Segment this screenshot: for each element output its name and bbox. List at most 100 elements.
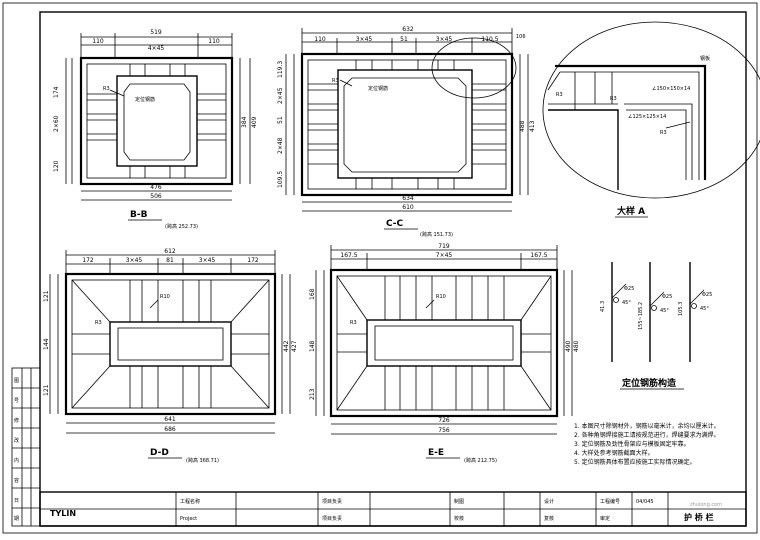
note-2: 2. 各种角钢焊接施工请按规范进行，焊缝要求为满焊。 bbox=[574, 431, 720, 439]
note-5: 5. 定位钢筋具体布置应按施工实际情况确定。 bbox=[574, 458, 696, 466]
dd-top-seg4: 3×45 bbox=[199, 257, 216, 264]
strip-1: 图 bbox=[14, 378, 19, 384]
cc-left-seg1: 119.3 bbox=[277, 61, 284, 78]
dd-scale: (跨高 368.71) bbox=[186, 457, 219, 464]
detail-a-label6: R3 bbox=[660, 130, 667, 136]
strip-4: 改 bbox=[14, 437, 19, 444]
detail-a-title: 大样 A bbox=[617, 205, 645, 217]
section-bb: 519 110 4×45 110 R3 定位钢筋 174 2×60 120 3 bbox=[53, 29, 258, 230]
bb-callout-note: 定位钢筋 bbox=[135, 96, 155, 103]
bb-right-h2: 409 bbox=[251, 116, 258, 128]
dd-right-h2: 427 bbox=[291, 340, 298, 352]
ee-bot1: 726 bbox=[438, 417, 450, 424]
cc-callout-r: R3 bbox=[332, 78, 339, 84]
cc-left-seg4: 2×48 bbox=[277, 137, 284, 154]
cc-bot1: 634 bbox=[402, 195, 414, 202]
cc-left-seg3: 51 bbox=[277, 116, 284, 124]
positioning-bars: 41.3 155~185.2 105.3 Φ25 Φ25 Φ25 45° 45°… bbox=[600, 262, 712, 390]
strip-3: 修 bbox=[14, 417, 19, 424]
dd-bot2: 686 bbox=[164, 426, 176, 433]
cc-top-seg1: 110 bbox=[314, 36, 326, 43]
tb-c3b: 项目负责 bbox=[322, 515, 342, 522]
strip-2: 号 bbox=[14, 398, 19, 404]
pos-dim3: 105.3 bbox=[678, 302, 684, 316]
ee-callout-r: R3 bbox=[350, 320, 357, 326]
cc-top-seg2: 3×45 bbox=[356, 36, 373, 43]
title-block: TYLIN 工程名称 Project 项目负责 项目负责 制图 校核 设计 复核… bbox=[39, 491, 747, 527]
detail-a-label2: ∠150×150×14 bbox=[652, 86, 690, 92]
bb-left-seg1: 174 bbox=[53, 86, 60, 98]
cc-top-seg4: 3×45 bbox=[436, 36, 453, 43]
detail-a-label1: R3 bbox=[556, 92, 563, 98]
dd-left-seg2: 144 bbox=[43, 338, 50, 350]
dd-top-total: 612 bbox=[164, 248, 176, 255]
tb-c5a: 设计 bbox=[544, 498, 554, 505]
pos-ang2: 45° bbox=[660, 308, 669, 314]
note-4: 4. 大样处参考钢筋截面大样。 bbox=[574, 449, 654, 457]
cc-title: C-C bbox=[386, 219, 404, 229]
detail-a-marker bbox=[431, 37, 517, 99]
section-cc: 632 110 3×45 51 3×45 110.5 106 bbox=[277, 26, 536, 238]
cc-left-seg2: 2×45 bbox=[277, 87, 284, 104]
ee-left-seg3: 213 bbox=[309, 388, 316, 400]
revision-strip: 图 号 修 改 内 容 日 期 bbox=[11, 367, 41, 527]
tb-c1a: 工程名称 bbox=[180, 498, 200, 505]
cc-right-h2: 413 bbox=[529, 120, 536, 132]
detail-a-label5: R3 bbox=[610, 96, 617, 102]
bb-bot2: 506 bbox=[150, 193, 162, 200]
section-dd: 612 172 3×45 81 3×45 172 R3 R10 121 144 bbox=[43, 248, 298, 464]
ee-scale: (跨高 212.75) bbox=[464, 457, 497, 464]
dd-callout-r: R3 bbox=[95, 320, 102, 326]
ee-top-total: 719 bbox=[438, 243, 450, 250]
cc-left-seg5: 109.5 bbox=[277, 171, 284, 188]
dd-callout-r2: R10 bbox=[160, 294, 170, 300]
dd-top-seg5: 172 bbox=[247, 257, 259, 264]
notes-block: 1. 本图尺寸除钢材外，钢筋以毫米计，余均以厘米计。 2. 各种角钢焊接施工请按… bbox=[574, 422, 720, 466]
bb-title: B-B bbox=[130, 210, 148, 220]
bb-top-seg2: 4×45 bbox=[148, 45, 165, 52]
tb-c4b: 校核 bbox=[454, 515, 464, 522]
pos-dim1: 41.3 bbox=[600, 301, 606, 312]
ee-top-seg1: 167.5 bbox=[340, 252, 357, 259]
dd-right-h: 442 bbox=[283, 340, 290, 352]
dd-top-seg3: 81 bbox=[166, 257, 174, 264]
cc-top-seg5: 110.5 bbox=[481, 36, 498, 43]
tb-c5b: 复核 bbox=[544, 515, 554, 522]
bb-top-seg1: 110 bbox=[92, 38, 104, 45]
dd-left-seg3: 121 bbox=[43, 384, 50, 396]
tb-drawing-no: 04/045 bbox=[636, 499, 654, 505]
cc-top-seg3: 51 bbox=[400, 36, 408, 43]
bb-top-seg3: 110 bbox=[208, 38, 220, 45]
ee-right-h: 490 bbox=[565, 340, 572, 352]
strip-6: 容 bbox=[14, 477, 19, 484]
ee-title: E-E bbox=[428, 448, 444, 458]
ee-bot2: 756 bbox=[438, 427, 450, 434]
pos-dim2: 155~185.2 bbox=[638, 302, 644, 330]
ee-left-seg2: 148 bbox=[309, 340, 316, 352]
dd-title: D-D bbox=[150, 448, 169, 458]
dd-left-seg1: 121 bbox=[43, 290, 50, 302]
section-ee: 719 167.5 7×45 167.5 R3 R10 168 148 bbox=[309, 243, 580, 464]
ee-right-h2: 480 bbox=[573, 340, 580, 352]
ee-top-seg3: 167.5 bbox=[530, 252, 547, 259]
watermark: zhulong.com bbox=[690, 502, 722, 508]
pos-bar3: Φ25 bbox=[702, 292, 712, 298]
strip-5: 内 bbox=[14, 457, 19, 464]
tb-c6a: 工程编号 bbox=[600, 498, 620, 505]
cc-scale: (跨高 151.73) bbox=[420, 231, 453, 238]
pos-title: 定位钢筋构造 bbox=[621, 377, 677, 389]
ee-top-seg2: 7×45 bbox=[436, 252, 453, 259]
pos-bar1: Φ25 bbox=[624, 286, 634, 292]
tb-c3a: 项目负责 bbox=[322, 498, 342, 505]
ee-callout-r2: R10 bbox=[436, 294, 446, 300]
cc-top-total: 632 bbox=[402, 26, 414, 33]
bb-callout-r: R3 bbox=[103, 86, 110, 92]
bb-top-total: 519 bbox=[150, 29, 162, 36]
bb-bot1: 476 bbox=[150, 184, 162, 191]
dd-top-seg2: 3×45 bbox=[126, 257, 143, 264]
bb-right-h: 384 bbox=[241, 116, 248, 128]
bb-left-seg2: 2×60 bbox=[53, 115, 60, 132]
